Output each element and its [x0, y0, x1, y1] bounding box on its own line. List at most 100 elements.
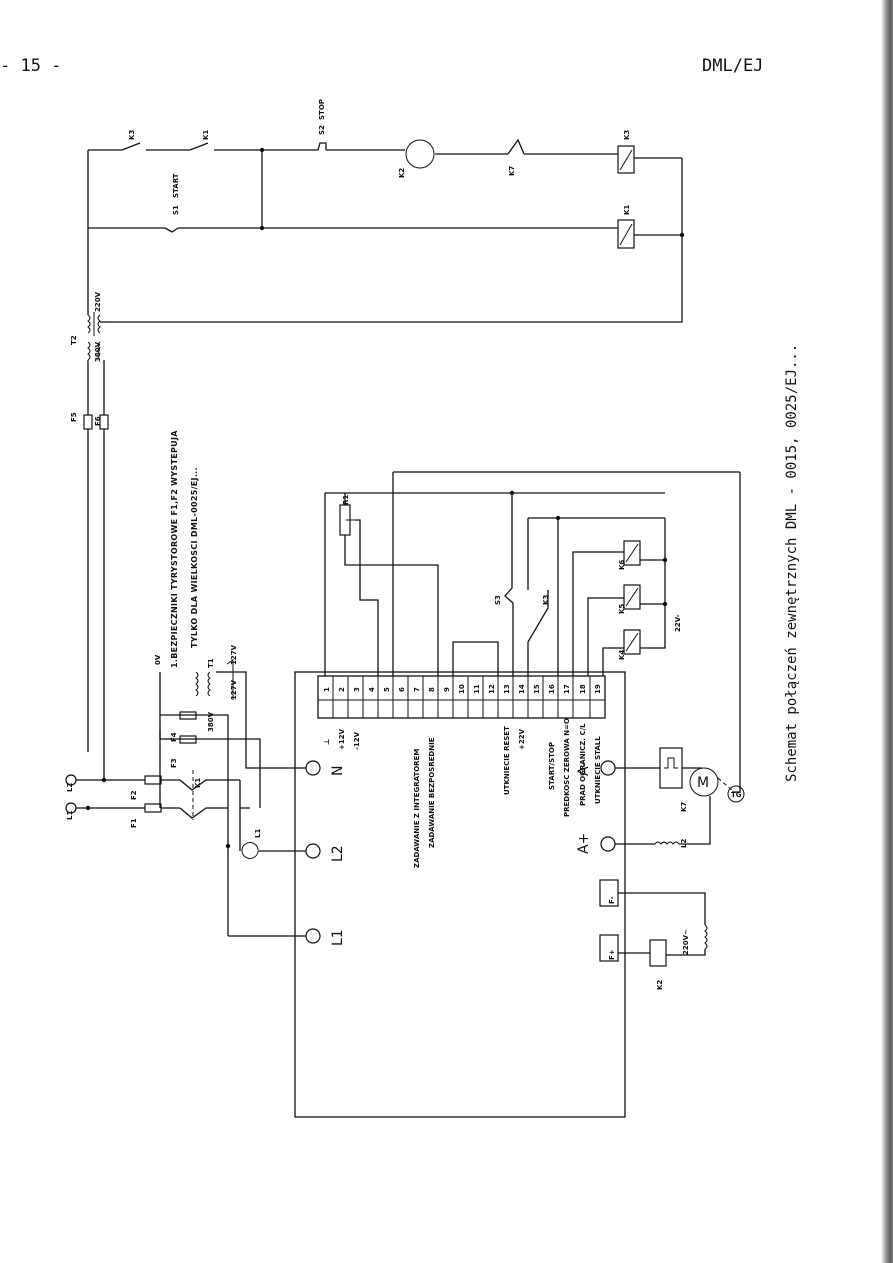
svg-text:K6: K6: [618, 560, 626, 570]
tacho-generator: [727, 785, 745, 803]
svg-text:N: N: [330, 766, 346, 776]
contact-k3: [121, 142, 141, 151]
drive-terminal-labels: N L2 L1 A- A+ F- F+: [330, 762, 616, 960]
terminal-11: 11: [473, 684, 481, 694]
svg-text:K1: K1: [623, 205, 631, 215]
terminal-18: 18: [579, 684, 587, 694]
svg-text:L2: L2: [66, 783, 74, 792]
lamp-k2: [405, 139, 435, 169]
terminal-a-plus: [600, 836, 616, 852]
terminal-9: 9: [443, 687, 451, 692]
svg-text:S3: S3: [494, 595, 502, 605]
contactor-k1-l1: [179, 807, 228, 819]
svg-text:K5: K5: [618, 604, 626, 614]
svg-text:127V: 127V: [230, 679, 238, 700]
motor-m: [689, 767, 719, 797]
document-code: DML/EJ: [702, 56, 764, 76]
drive-unit: 1 2 3 4 5 6 7 8 9 10 11 12 13 14 15 16 1…: [294, 671, 626, 1118]
terminal-2: 2: [338, 687, 346, 692]
svg-text:K3: K3: [128, 130, 136, 140]
svg-text:T1: T1: [207, 658, 215, 668]
contact-k7-power: [659, 747, 683, 789]
label-ground: ⊥: [323, 739, 331, 745]
terminal-6: 6: [398, 687, 406, 692]
terminal-dividers: [332, 676, 591, 718]
tacho-label: TG: [731, 791, 742, 799]
contact-k1: [189, 142, 209, 151]
terminal-13: 13: [503, 684, 511, 694]
terminal-n: [305, 760, 321, 776]
terminal-19: 19: [594, 684, 602, 694]
svg-text:380V: 380V: [94, 341, 102, 362]
svg-text:22V-: 22V-: [674, 614, 682, 632]
terminal-numbers: 1 2 3 4 5 6 7 8 9 10 11 12 13 14 15 16 1…: [323, 684, 602, 694]
svg-text:K2: K2: [656, 980, 664, 990]
contact-k7: [507, 138, 525, 155]
terminal-16: 16: [548, 684, 556, 694]
choke-l1: [241, 842, 259, 859]
svg-text:A-: A-: [576, 762, 592, 776]
svg-text:T2: T2: [70, 335, 78, 345]
svg-text:S1: S1: [172, 205, 180, 215]
label-start-stop: START/STOP: [548, 742, 556, 790]
svg-text:F1: F1: [130, 818, 138, 828]
diagram-caption: Schemat połączeń zewnętrznych DML - 0015…: [784, 343, 800, 782]
field-winding: [704, 924, 708, 950]
svg-text:K3: K3: [623, 130, 631, 140]
contact-k3-signal: [527, 590, 549, 676]
svg-text:380V: 380V: [207, 711, 215, 732]
svg-text:F-: F-: [608, 896, 616, 904]
fuse-f5: [83, 414, 93, 430]
svg-text:F+: F+: [608, 949, 616, 960]
svg-text:K7: K7: [680, 802, 688, 812]
note-line-2: TYLKO DLA WIELKOSCI DML-0025/EJ...: [190, 467, 199, 648]
svg-text:K4: K4: [618, 650, 626, 660]
svg-text:K1: K1: [202, 130, 210, 140]
label-minus12v: -12V: [353, 731, 361, 750]
svg-text:F3: F3: [170, 758, 178, 768]
motor-label: M: [697, 775, 709, 791]
fuse-f1: [144, 803, 162, 813]
terminal-5: 5: [383, 687, 391, 692]
switch-s3: [504, 493, 514, 676]
drive-outline: [294, 671, 626, 1118]
svg-text:K7: K7: [508, 166, 516, 176]
terminal-14: 14: [518, 684, 526, 694]
svg-text:K3: K3: [542, 595, 550, 605]
svg-text:F4: F4: [170, 732, 178, 742]
label-current-limit: PRAD OGRANICZ. C/L: [579, 723, 587, 806]
terminal-strip: [317, 675, 606, 719]
choke-l2: [654, 841, 680, 845]
svg-text:K1: K1: [194, 778, 202, 788]
svg-text:F2: F2: [130, 790, 138, 800]
terminal-1: 1: [323, 687, 331, 692]
svg-text:220V: 220V: [94, 291, 102, 312]
relay-common: [640, 518, 666, 649]
svg-text:K2: K2: [398, 168, 406, 178]
terminal-15: 15: [533, 684, 541, 694]
terminal-8: 8: [428, 687, 436, 692]
terminal-7: 7: [413, 687, 421, 692]
terminal-l2: [305, 843, 321, 859]
terminal-4: 4: [368, 687, 376, 692]
svg-text:L1: L1: [330, 929, 346, 946]
svg-text:L2: L2: [330, 845, 346, 862]
contactor-k1-l2: [179, 779, 240, 791]
label-reset: UTKNIECIE RESET: [503, 726, 511, 795]
power-terminals: [305, 760, 619, 962]
svg-text:S2: S2: [318, 125, 326, 135]
svg-text:0V: 0V: [154, 654, 162, 665]
label-integrator: ZADAWANIE Z INTEGRATOREM: [413, 749, 421, 868]
control-right-rail: [112, 158, 683, 323]
svg-text:A+: A+: [576, 833, 592, 854]
terminal-10: 10: [458, 684, 466, 694]
svg-text:STOP: STOP: [318, 99, 326, 120]
switch-s2: [310, 142, 327, 151]
svg-text:220V~: 220V~: [682, 929, 690, 955]
field-relay-k2: [649, 939, 667, 967]
svg-text:L2: L2: [680, 839, 688, 848]
svg-text:127V: 127V: [230, 644, 238, 665]
svg-text:L1: L1: [66, 811, 74, 820]
transformer-t1: [195, 671, 211, 697]
svg-text:L1: L1: [254, 829, 262, 838]
